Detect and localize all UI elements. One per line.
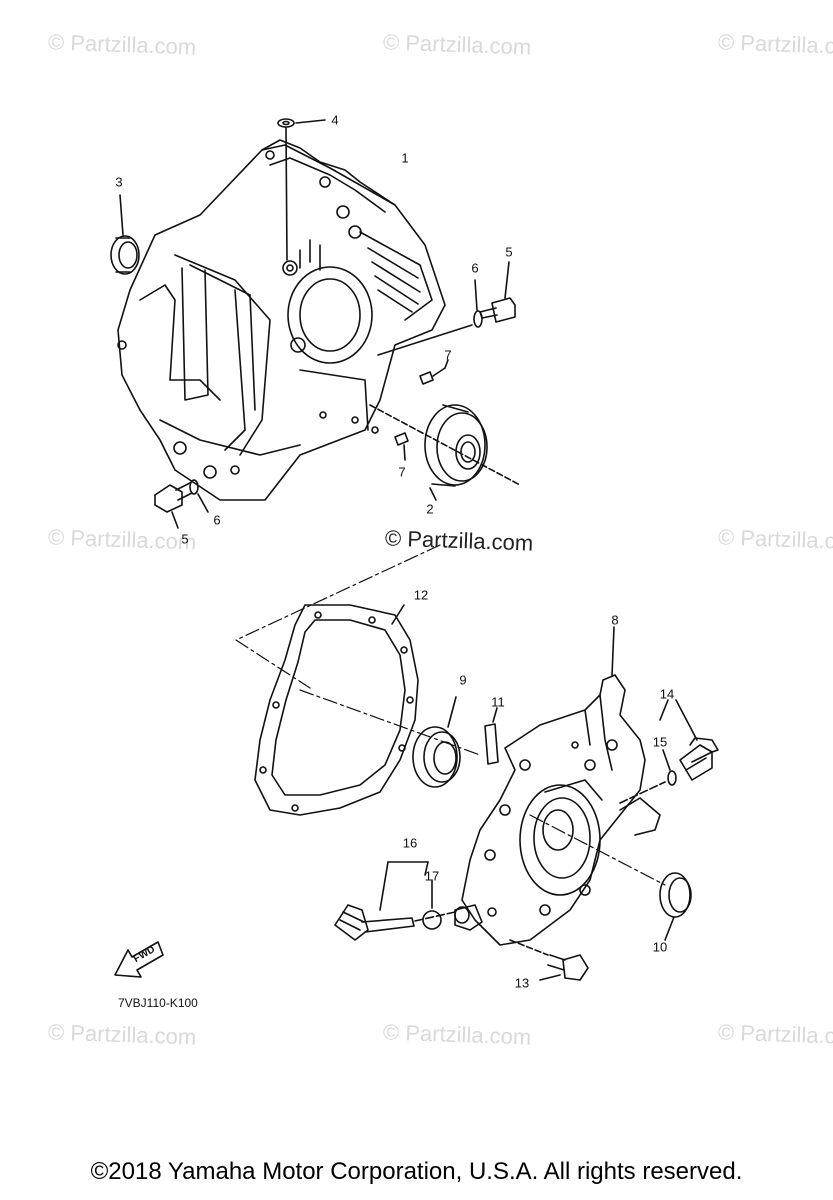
washer-part-4 <box>277 118 326 261</box>
callout-7-lower: 7 <box>398 464 406 480</box>
drain-plug-part-14 <box>659 699 719 781</box>
gasket-part-12 <box>254 604 481 816</box>
callout-6-left: 6 <box>213 512 221 528</box>
dowel-pin-part-7-lower <box>394 432 409 461</box>
copyright-notice: ©2018 Yamaha Motor Corporation, U.S.A. A… <box>90 1158 743 1185</box>
callout-11: 11 <box>491 694 505 710</box>
crankcase-cover-part-8 <box>454 626 666 946</box>
forward-arrow-icon <box>114 941 164 978</box>
crankcase <box>117 139 446 501</box>
callout-10: 10 <box>652 939 668 955</box>
callout-4: 4 <box>331 112 339 128</box>
dipstick-part-16 <box>334 861 456 941</box>
callout-2: 2 <box>426 501 434 517</box>
bearing-part-2 <box>369 404 521 501</box>
callout-9: 9 <box>459 672 467 688</box>
oil-seal-part-10 <box>659 872 692 941</box>
callout-5-right: 5 <box>505 244 513 260</box>
callout-17: 17 <box>424 868 440 884</box>
bolt-part-5-right <box>479 261 516 323</box>
diagram-code: 7VBJ110-K100 <box>118 996 198 1010</box>
callout-7-upper: 7 <box>444 347 452 363</box>
dowel-pin-part-7-upper <box>419 359 449 385</box>
callout-6-right: 6 <box>471 260 479 276</box>
callout-16: 16 <box>402 835 418 851</box>
washer-part-6-right <box>377 279 483 356</box>
callout-12: 12 <box>413 587 429 603</box>
washer-part-6-left <box>189 479 209 513</box>
callout-3: 3 <box>115 174 123 190</box>
oil-seal-part-9 <box>412 696 461 788</box>
dowel-part-11 <box>484 707 499 765</box>
callout-1: 1 <box>401 150 409 166</box>
callout-15: 15 <box>652 734 668 750</box>
o-ring-part-15 <box>619 749 677 804</box>
o-ring-part-17 <box>422 879 442 930</box>
callout-14: 14 <box>659 686 675 702</box>
callout-8: 8 <box>611 612 619 628</box>
bolt-part-13 <box>509 939 589 981</box>
callout-5-left: 5 <box>181 531 189 547</box>
oil-seal-part-3 <box>110 194 140 275</box>
bolt-part-5-left <box>154 482 193 529</box>
callout-13: 13 <box>514 975 530 991</box>
